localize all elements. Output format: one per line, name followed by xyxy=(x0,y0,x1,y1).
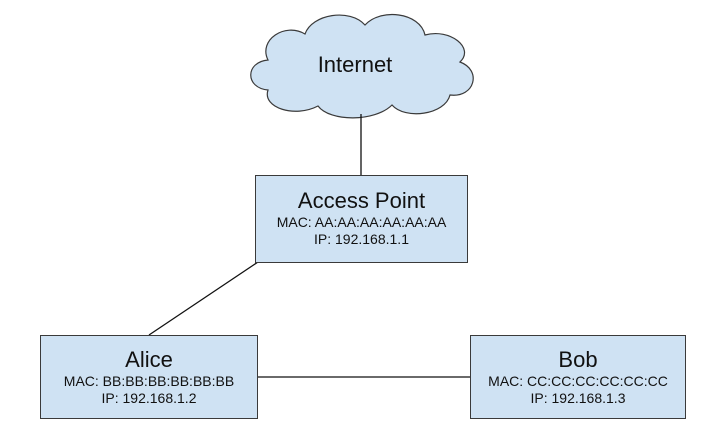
access-point-ip: IP: 192.168.1.1 xyxy=(314,231,409,247)
bob-title: Bob xyxy=(558,347,598,372)
alice-title: Alice xyxy=(125,347,173,372)
alice-mac: MAC: BB:BB:BB:BB:BB:BB xyxy=(63,373,235,389)
link-access-point-alice xyxy=(148,261,259,336)
bob-node: Bob MAC: CC:CC:CC:CC:CC:CC IP: 192.168.1… xyxy=(470,335,686,419)
alice-ip: IP: 192.168.1.2 xyxy=(101,390,197,406)
internet-label: Internet xyxy=(317,52,393,77)
access-point-title: Access Point xyxy=(297,188,426,213)
bob-mac: MAC: CC:CC:CC:CC:CC:CC xyxy=(488,373,668,389)
access-point-mac: MAC: AA:AA:AA:AA:AA:AA xyxy=(276,214,447,230)
internet-cloud-shape xyxy=(250,13,474,119)
alice-node: Alice MAC: BB:BB:BB:BB:BB:BB IP: 192.168… xyxy=(40,335,258,419)
bob-ip: IP: 192.168.1.3 xyxy=(530,390,626,406)
access-point-node: Access Point MAC: AA:AA:AA:AA:AA:AA IP: … xyxy=(255,175,468,263)
